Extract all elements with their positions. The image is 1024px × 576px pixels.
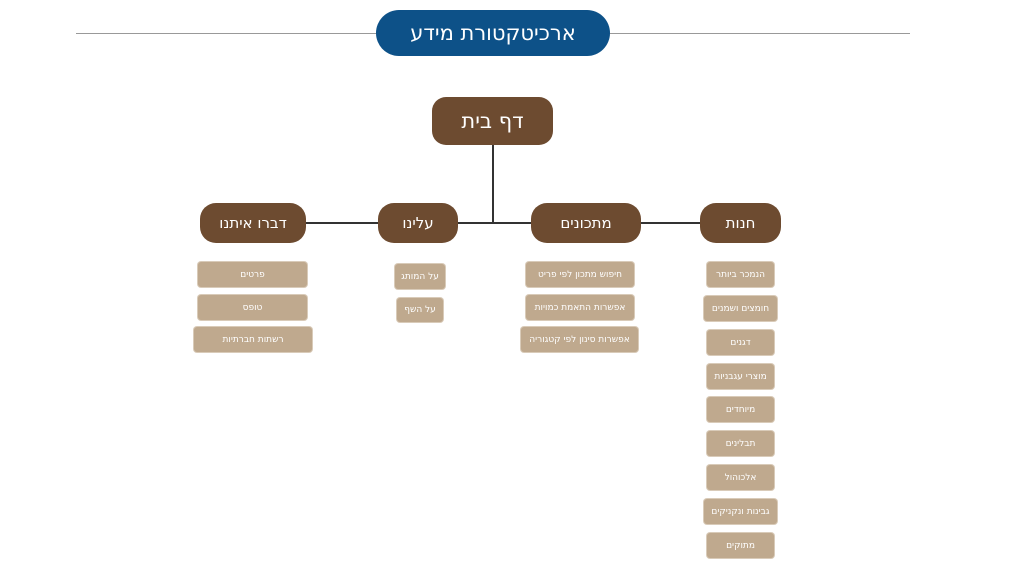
leaf-about-item[interactable]: על המותג: [395, 264, 445, 289]
connector-horizontal: [240, 222, 760, 224]
leaf-recipes-item[interactable]: חיפוש מתכון לפי פריט: [526, 262, 634, 287]
leaf-shop-item[interactable]: מתוקים: [707, 533, 774, 558]
leaf-shop-item[interactable]: מיוחדים: [707, 397, 774, 422]
leaf-contact-item[interactable]: פרטים: [198, 262, 307, 287]
leaf-about-item[interactable]: על השף: [397, 298, 443, 322]
leaf-shop-item[interactable]: אלכוהול: [707, 465, 774, 490]
node-home[interactable]: דף בית: [432, 97, 553, 145]
leaf-shop-item[interactable]: דגנים: [707, 330, 774, 355]
leaf-contact-item[interactable]: טופס: [198, 295, 307, 320]
leaf-shop-item[interactable]: הנמכר ביותר: [707, 262, 774, 287]
leaf-recipes-item[interactable]: אפשרות התאמת כמויות: [526, 295, 634, 320]
leaf-contact-item[interactable]: רשתות חברתיות: [194, 327, 312, 352]
node-recipes[interactable]: מתכונים: [531, 203, 641, 243]
node-contact[interactable]: דברו איתנו: [200, 203, 306, 243]
leaf-shop-item[interactable]: גבינות ונקניקים: [704, 499, 777, 524]
connector-vertical: [492, 145, 494, 223]
leaf-recipes-item[interactable]: אפשרות סינון לפי קטגוריה: [521, 327, 638, 352]
node-shop[interactable]: חנות: [700, 203, 781, 243]
node-about[interactable]: עלינו: [378, 203, 458, 243]
leaf-shop-item[interactable]: מוצרי עגבניות: [707, 364, 774, 389]
page-title: ארכיטקטורת מידע: [376, 10, 610, 56]
leaf-shop-item[interactable]: תבלינים: [707, 431, 774, 456]
leaf-shop-item[interactable]: חומצים ושמנים: [704, 296, 777, 321]
